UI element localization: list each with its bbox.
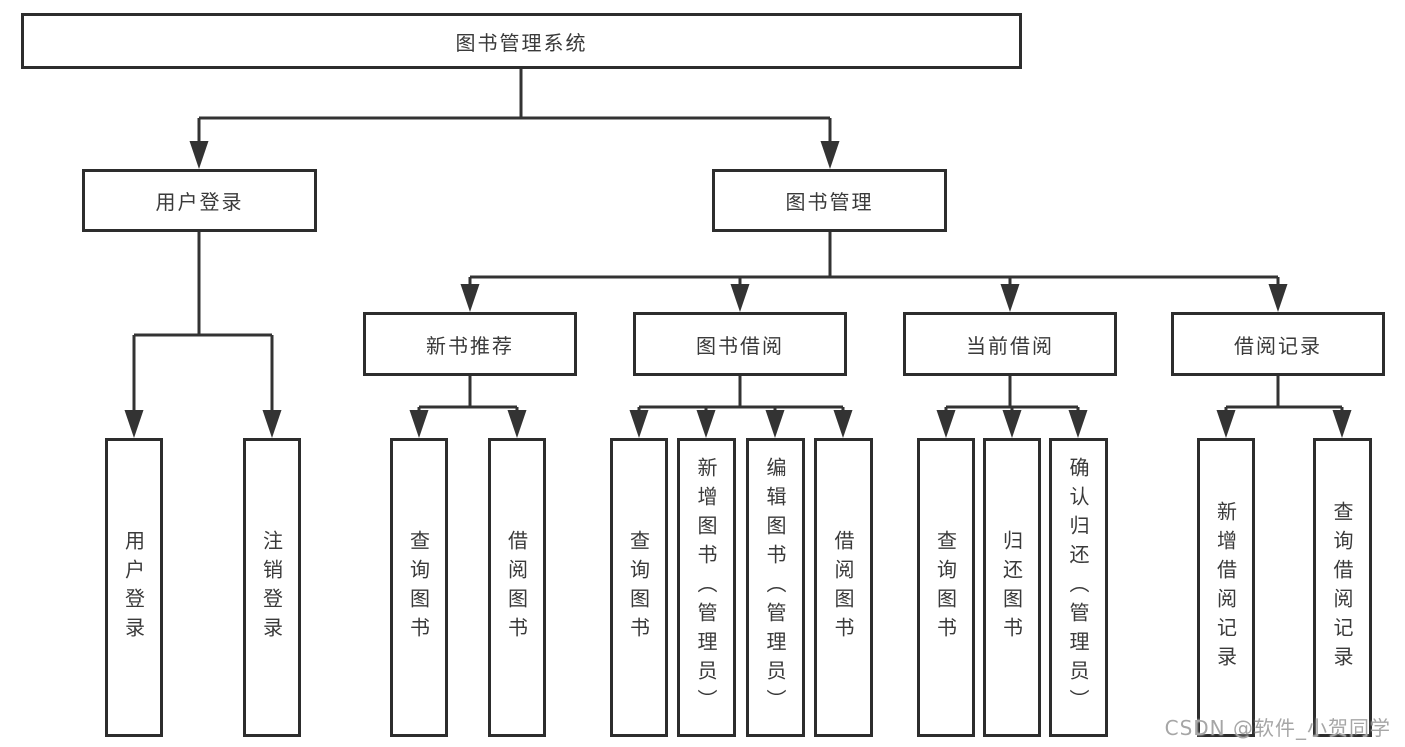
- leaf-return-books: 归还图书: [983, 438, 1041, 737]
- arrowhead: [833, 410, 853, 438]
- node-book-borrow: 图书借阅: [633, 312, 847, 376]
- arrowhead: [1216, 410, 1236, 438]
- arrowhead: [409, 410, 429, 438]
- leaf-add-borrow-record: 新增借阅记录: [1197, 438, 1255, 737]
- arrowhead: [820, 141, 840, 169]
- arrowhead: [189, 141, 209, 169]
- arrowhead: [507, 410, 527, 438]
- node-user-login: 用户登录: [82, 169, 317, 232]
- arrowhead: [124, 410, 144, 438]
- arrowhead: [262, 410, 282, 438]
- leaf-confirm-return-admin: 确认归还（管理员）: [1049, 438, 1108, 737]
- arrowhead: [1068, 410, 1088, 438]
- arrowhead: [696, 410, 716, 438]
- node-new-book-recommend: 新书推荐: [363, 312, 577, 376]
- node-book-management: 图书管理: [712, 169, 947, 232]
- leaf-query-books-recommend: 查询图书: [390, 438, 448, 737]
- arrowhead: [460, 284, 480, 312]
- leaf-query-borrow-record: 查询借阅记录: [1313, 438, 1372, 737]
- arrowhead: [936, 410, 956, 438]
- leaf-add-book-admin: 新增图书（管理员）: [677, 438, 736, 737]
- arrowhead: [1002, 410, 1022, 438]
- leaf-edit-book-admin: 编辑图书（管理员）: [746, 438, 805, 737]
- leaf-user-login: 用户登录: [105, 438, 163, 737]
- connector-segments: [132, 69, 1344, 414]
- arrowhead: [1000, 284, 1020, 312]
- leaf-query-books-current: 查询图书: [917, 438, 975, 737]
- node-current-borrow: 当前借阅: [903, 312, 1117, 376]
- leaf-borrow-books: 借阅图书: [814, 438, 873, 737]
- leaf-logout: 注销登录: [243, 438, 301, 737]
- arrowhead: [629, 410, 649, 438]
- arrowhead: [1332, 410, 1352, 438]
- arrowhead: [730, 284, 750, 312]
- leaf-query-books-borrow: 查询图书: [610, 438, 668, 737]
- csdn-watermark: CSDN @软件_小贺同学: [1164, 716, 1391, 740]
- node-borrow-records: 借阅记录: [1171, 312, 1385, 376]
- arrowhead: [765, 410, 785, 438]
- arrowhead: [1268, 284, 1288, 312]
- leaf-borrow-books-recommend: 借阅图书: [488, 438, 546, 737]
- node-root-system: 图书管理系统: [21, 13, 1022, 69]
- arrowheads: [124, 141, 1352, 438]
